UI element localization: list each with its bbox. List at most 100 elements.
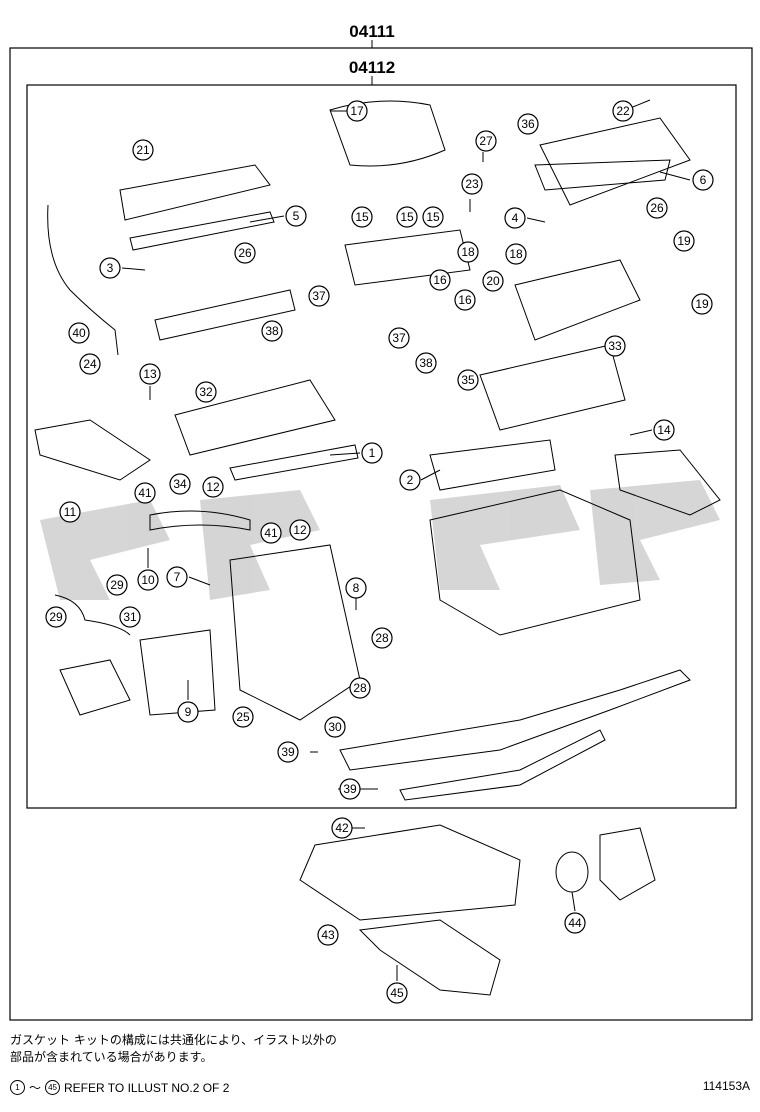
cylinder-head-right xyxy=(479,344,626,431)
callout-27[interactable]: 27 xyxy=(475,130,497,152)
kit-number-04111: 04111 xyxy=(349,22,394,41)
callout-26[interactable]: 26 xyxy=(646,197,668,219)
callout-number: 37 xyxy=(312,289,326,303)
callout-23[interactable]: 23 xyxy=(461,173,483,195)
callout-circle xyxy=(99,257,121,279)
callout-1[interactable]: 1 xyxy=(361,442,383,464)
callout-20[interactable]: 20 xyxy=(482,270,504,292)
callout-number: 18 xyxy=(461,245,475,259)
callout-37[interactable]: 37 xyxy=(388,327,410,349)
head-gasket-left xyxy=(229,444,359,481)
callout-18[interactable]: 18 xyxy=(457,241,479,263)
callout-31[interactable]: 31 xyxy=(119,606,141,628)
callout-19[interactable]: 19 xyxy=(673,230,695,252)
callout-34[interactable]: 34 xyxy=(169,473,191,495)
callout-circle xyxy=(388,327,410,349)
callout-40[interactable]: 40 xyxy=(68,322,90,344)
callout-6[interactable]: 6 xyxy=(692,169,714,191)
callout-24[interactable]: 24 xyxy=(79,353,101,375)
callout-circle xyxy=(177,701,199,723)
callout-circle xyxy=(454,289,476,311)
callout-12[interactable]: 12 xyxy=(202,476,224,498)
callout-15[interactable]: 15 xyxy=(351,206,373,228)
callout-16[interactable]: 16 xyxy=(454,289,476,311)
callout-9[interactable]: 9 xyxy=(177,701,199,723)
callout-15[interactable]: 15 xyxy=(422,206,444,228)
callout-14[interactable]: 14 xyxy=(653,419,675,441)
callout-10[interactable]: 10 xyxy=(137,569,159,591)
callout-circle xyxy=(646,197,668,219)
callout-42[interactable]: 42 xyxy=(331,817,353,839)
callout-number: 18 xyxy=(509,247,523,261)
callout-19[interactable]: 19 xyxy=(691,293,713,315)
callout-29[interactable]: 29 xyxy=(106,574,128,596)
callout-circle xyxy=(169,473,191,495)
callout-29[interactable]: 29 xyxy=(45,606,67,628)
callout-7[interactable]: 7 xyxy=(166,566,188,588)
water-outlet-pipe xyxy=(54,594,131,636)
callout-41[interactable]: 41 xyxy=(260,522,282,544)
callout-21[interactable]: 21 xyxy=(132,139,154,161)
engine-block xyxy=(429,489,641,636)
callout-38[interactable]: 38 xyxy=(415,352,437,374)
callout-38[interactable]: 38 xyxy=(261,320,283,342)
callout-35[interactable]: 35 xyxy=(457,369,479,391)
callout-number: 31 xyxy=(123,610,137,624)
cylinder-head-cover-left xyxy=(119,164,271,221)
callout-45[interactable]: 45 xyxy=(386,982,408,1004)
callout-5[interactable]: 5 xyxy=(285,205,307,227)
callout-circle xyxy=(346,100,368,122)
callout-26[interactable]: 26 xyxy=(234,242,256,264)
callout-30[interactable]: 30 xyxy=(324,716,346,738)
callout-33[interactable]: 33 xyxy=(604,335,626,357)
callout-number: 16 xyxy=(433,273,447,287)
callout-28[interactable]: 28 xyxy=(349,677,371,699)
callout-17[interactable]: 17 xyxy=(346,100,368,122)
callout-15[interactable]: 15 xyxy=(396,206,418,228)
callout-number: 36 xyxy=(521,117,535,131)
callout-circle xyxy=(361,442,383,464)
callout-number: 28 xyxy=(353,681,367,695)
callout-4[interactable]: 4 xyxy=(504,207,526,229)
callout-8[interactable]: 8 xyxy=(345,577,367,599)
callout-25[interactable]: 25 xyxy=(232,706,254,728)
callout-circle xyxy=(139,363,161,385)
callout-28[interactable]: 28 xyxy=(371,627,393,649)
ref-start-number: 1 xyxy=(10,1080,25,1095)
callout-circle xyxy=(79,353,101,375)
callout-number: 34 xyxy=(173,477,187,491)
callout-43[interactable]: 43 xyxy=(317,924,339,946)
callout-12[interactable]: 12 xyxy=(289,519,311,541)
callout-circle xyxy=(119,606,141,628)
callout-11[interactable]: 11 xyxy=(59,501,81,523)
callout-13[interactable]: 13 xyxy=(139,363,161,385)
kit-note-line-2: 部品が含まれている場合があります。 xyxy=(10,1050,213,1064)
callout-circle xyxy=(461,173,483,195)
callout-39[interactable]: 39 xyxy=(277,741,299,763)
callout-number: 42 xyxy=(335,821,349,835)
callout-3[interactable]: 3 xyxy=(99,257,121,279)
callout-number: 44 xyxy=(568,916,582,930)
callout-32[interactable]: 32 xyxy=(195,381,217,403)
callout-number: 39 xyxy=(281,745,295,759)
callout-number: 41 xyxy=(264,526,278,540)
callout-22[interactable]: 22 xyxy=(612,100,634,122)
callout-2[interactable]: 2 xyxy=(399,469,421,491)
callout-41[interactable]: 41 xyxy=(134,482,156,504)
callout-44[interactable]: 44 xyxy=(564,912,586,934)
callout-36[interactable]: 36 xyxy=(517,113,539,135)
callout-37[interactable]: 37 xyxy=(308,285,330,307)
callout-number: 37 xyxy=(392,331,406,345)
callout-circle xyxy=(234,242,256,264)
callout-number: 15 xyxy=(426,210,440,224)
callout-circle xyxy=(505,243,527,265)
callout-16[interactable]: 16 xyxy=(429,269,451,291)
callout-number: 45 xyxy=(390,986,404,1000)
callout-number: 29 xyxy=(49,610,63,624)
callout-number: 10 xyxy=(141,573,155,587)
callout-18[interactable]: 18 xyxy=(505,243,527,265)
water-inlet xyxy=(59,659,131,716)
callout-39[interactable]: 39 xyxy=(339,778,361,800)
